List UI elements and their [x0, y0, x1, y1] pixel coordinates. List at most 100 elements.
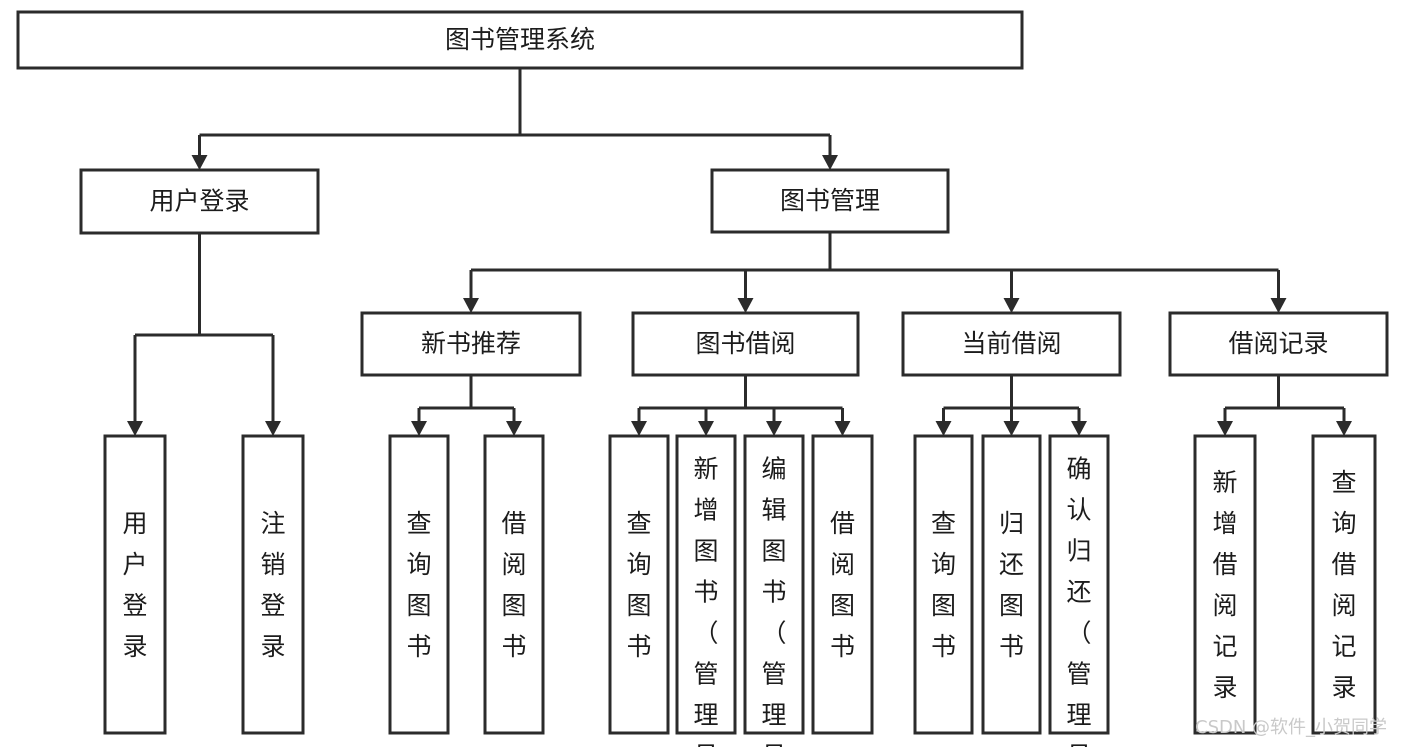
node-current-borrow[interactable]: 当前借阅	[901, 311, 1122, 377]
svg-text:查: 查	[406, 509, 431, 538]
node-box-leaf-edit-book	[743, 434, 805, 735]
node-label-user-login: 用户登录	[149, 187, 249, 216]
svg-text:录: 录	[122, 632, 147, 661]
connector-branch-book-manage-1-head	[737, 298, 754, 313]
node-user-login[interactable]: 用户登录	[79, 168, 320, 235]
svg-text:录: 录	[1331, 673, 1356, 702]
svg-text:户: 户	[122, 550, 147, 579]
svg-text:图: 图	[501, 591, 526, 620]
svg-text:（: （	[693, 619, 718, 648]
node-root[interactable]: 图书管理系统	[16, 10, 1024, 70]
node-label-borrow-record: 借阅记录	[1228, 329, 1328, 358]
connector-branch-new-book-0-head	[411, 421, 427, 436]
svg-text:书: 书	[626, 632, 651, 661]
svg-text:阅: 阅	[501, 550, 526, 579]
svg-text:查: 查	[626, 509, 651, 538]
svg-text:管: 管	[693, 660, 718, 689]
node-box-user-login	[79, 168, 320, 235]
node-label-current-borrow: 当前借阅	[961, 329, 1061, 358]
svg-text:书: 书	[501, 632, 526, 661]
svg-text:员: 员	[693, 742, 718, 747]
svg-text:图: 图	[830, 591, 855, 620]
node-box-leaf-query-record	[1311, 434, 1377, 735]
svg-text:用: 用	[122, 509, 147, 538]
svg-text:图: 图	[931, 591, 956, 620]
svg-text:理: 理	[693, 701, 718, 730]
connector-branch-book-manage-3-head	[1270, 298, 1287, 313]
svg-text:理: 理	[1066, 701, 1091, 730]
connector-branch-book-borrow-2-head	[766, 421, 782, 436]
svg-text:归: 归	[999, 509, 1024, 538]
svg-text:还: 还	[1066, 578, 1091, 607]
svg-text:询: 询	[1331, 509, 1356, 538]
svg-text:新: 新	[693, 455, 718, 484]
node-book-borrow[interactable]: 图书借阅	[631, 311, 860, 377]
node-box-leaf-borrow-book-1	[483, 434, 545, 735]
node-layer: 图书管理系统用户登录图书管理新书推荐图书借阅当前借阅借阅记录用户登录注销登录查询…	[16, 10, 1389, 747]
connector-branch-book-borrow-3-head	[834, 421, 851, 436]
svg-text:询: 询	[626, 550, 651, 579]
connector-branch-book-borrow-0-head	[631, 421, 647, 436]
connector-branch-borrow-record-1-head	[1336, 421, 1352, 436]
node-label-root: 图书管理系统	[445, 25, 595, 54]
connector-branch-book-manage-0-head	[463, 298, 479, 313]
svg-text:（: （	[761, 619, 786, 648]
connector-branch-root-1-head	[822, 155, 838, 170]
node-box-borrow-record	[1168, 311, 1389, 377]
connector-branch-user-login-0-head	[127, 421, 143, 436]
svg-text:管: 管	[761, 660, 786, 689]
node-borrow-record[interactable]: 借阅记录	[1168, 311, 1389, 377]
node-box-leaf-borrow-book-2	[811, 434, 874, 735]
svg-text:阅: 阅	[830, 550, 855, 579]
csdn-watermark: CSDN @软件_小贺同学	[1195, 717, 1387, 738]
svg-text:录: 录	[1212, 673, 1237, 702]
svg-text:书: 书	[693, 578, 718, 607]
node-box-root	[16, 10, 1024, 70]
svg-text:登: 登	[122, 591, 147, 620]
svg-text:阅: 阅	[1331, 591, 1356, 620]
node-label-new-book-recommend: 新书推荐	[421, 329, 521, 358]
node-leaf-user-login[interactable]: 用户登录	[103, 434, 167, 735]
svg-text:借: 借	[1331, 550, 1356, 579]
svg-text:图: 图	[999, 591, 1024, 620]
connector-branch-root-0-head	[191, 155, 208, 170]
node-label-leaf-user-login: 用户登录	[122, 509, 147, 661]
node-book-manage[interactable]: 图书管理	[710, 168, 950, 234]
node-box-leaf-confirm-return	[1048, 434, 1110, 735]
svg-text:阅: 阅	[1212, 591, 1237, 620]
node-box-book-borrow	[631, 311, 860, 377]
svg-text:增: 增	[1212, 509, 1237, 538]
svg-text:记: 记	[1331, 632, 1356, 661]
node-box-leaf-user-login	[103, 434, 167, 735]
svg-text:辑: 辑	[761, 496, 786, 525]
svg-text:图: 图	[626, 591, 651, 620]
connector-branch-book-manage-2-head	[1003, 298, 1020, 313]
connector-branch-current-borrow-0-head	[935, 421, 952, 436]
connector-layer	[127, 68, 1352, 436]
node-box-leaf-query-book-2	[608, 434, 670, 735]
node-new-book-recommend[interactable]: 新书推荐	[360, 311, 582, 377]
